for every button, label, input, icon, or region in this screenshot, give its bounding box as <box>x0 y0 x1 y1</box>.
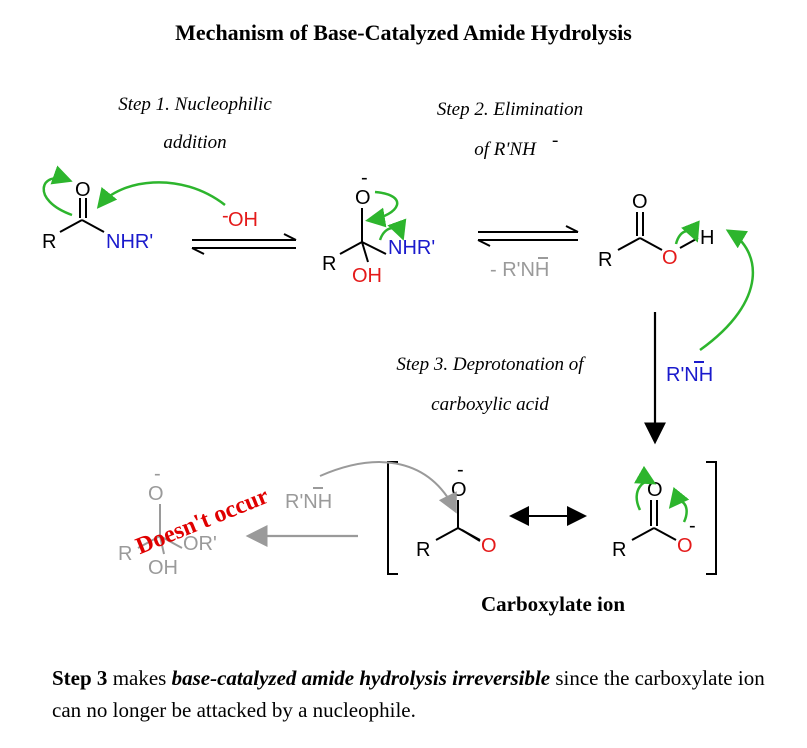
acid-H: H <box>700 227 714 249</box>
acid-R: R <box>598 249 612 271</box>
intermediate-O-charge: - <box>361 167 368 189</box>
intermediate-O: O <box>355 187 371 209</box>
step3-label-line1: Step 3. Deprotonation of <box>396 354 586 375</box>
carboxylate-form-2: R O O - <box>612 465 696 561</box>
acid-OH-oxygen: O <box>662 247 678 269</box>
intermediate-NHR: NHR' <box>388 237 435 259</box>
hydroxide: OH <box>228 209 258 231</box>
caption-step-ref: Step 3 <box>52 666 108 690</box>
step2-label-line1: Step 2. Elimination <box>437 99 583 120</box>
intermediate-OH: OH <box>352 265 382 287</box>
carboxylate2-O-charge: - <box>689 515 696 537</box>
acid-O: O <box>632 191 648 213</box>
amide-NHR: NHR' <box>106 231 153 253</box>
equilibrium-arrow-1 <box>191 233 297 255</box>
curved-arrow-cn-break <box>378 218 407 241</box>
carboxylate1-R: R <box>416 539 430 561</box>
carboxylate2-O-top: O <box>647 479 663 501</box>
step3-label-line2: carboxylic acid <box>431 394 549 415</box>
step1-label-line2: addition <box>163 132 226 153</box>
caption-text-2: since the carboxylate ion can no longer … <box>52 666 765 722</box>
caption-text-1: makes <box>107 666 172 690</box>
tetrahedral-intermediate: R O - NHR' OH <box>322 167 435 287</box>
caption-emphasis: base-catalyzed amide hydrolysis irrevers… <box>171 666 551 690</box>
gray-O: O <box>148 483 164 505</box>
carboxylate-ion-label: Carboxylate ion <box>481 592 625 616</box>
reaction-scheme: Step 1. Nucleophilic addition Step 2. El… <box>42 94 755 616</box>
step1-label-line1: Step 1. Nucleophilic <box>118 94 272 115</box>
curved-arrow-base-attack <box>699 229 755 352</box>
carboxylate1-O-top: O <box>451 479 467 501</box>
minus-leaving-group: - R'NH <box>490 259 549 281</box>
explanation-caption: Step 3 makes base-catalyzed amide hydrol… <box>52 662 792 726</box>
gray-curved-arrow <box>319 461 457 514</box>
intermediate-R: R <box>322 253 336 275</box>
carboxylic-acid: R O O H <box>598 191 714 271</box>
gray-OR: OR' <box>183 533 217 555</box>
equilibrium-arrow-2 <box>477 225 579 247</box>
bracket-right <box>706 461 717 575</box>
carboxylate2-O-right: O <box>677 535 693 557</box>
carboxylate1-O-charge: - <box>457 459 464 481</box>
amide-R: R <box>42 231 56 253</box>
gray-O-charge: - <box>154 463 161 485</box>
carboxylate1-O-right: O <box>481 535 497 557</box>
curved-arrow-reform-co <box>365 190 399 228</box>
step2-label-line2: of R'NH <box>474 139 537 160</box>
bracket-left <box>387 461 398 575</box>
amide-molecule: R O NHR' <box>42 165 153 253</box>
gray-reagent: R'NH <box>285 491 332 513</box>
curved-arrow-oh-attack <box>96 181 226 209</box>
gray-hypothetical-intermediate: R O - OR' OH <box>118 463 217 579</box>
page-title: Mechanism of Base-Catalyzed Amide Hydrol… <box>175 20 632 45</box>
curved-arrow-co-to-o <box>42 165 73 217</box>
carboxylate-form-1: R O - O <box>416 459 497 561</box>
gray-OH: OH <box>148 557 178 579</box>
curved-arrow-resonance-right <box>668 487 690 523</box>
curved-arrow-oh-break <box>674 220 700 245</box>
carboxylate2-R: R <box>612 539 626 561</box>
hydroxide-charge: - <box>222 205 229 227</box>
base-reagent: R'NH <box>666 364 713 386</box>
curved-arrow-resonance-top <box>634 465 657 511</box>
gray-R: R <box>118 543 132 565</box>
step2-label-charge: - <box>552 130 558 151</box>
amide-O: O <box>75 179 91 201</box>
